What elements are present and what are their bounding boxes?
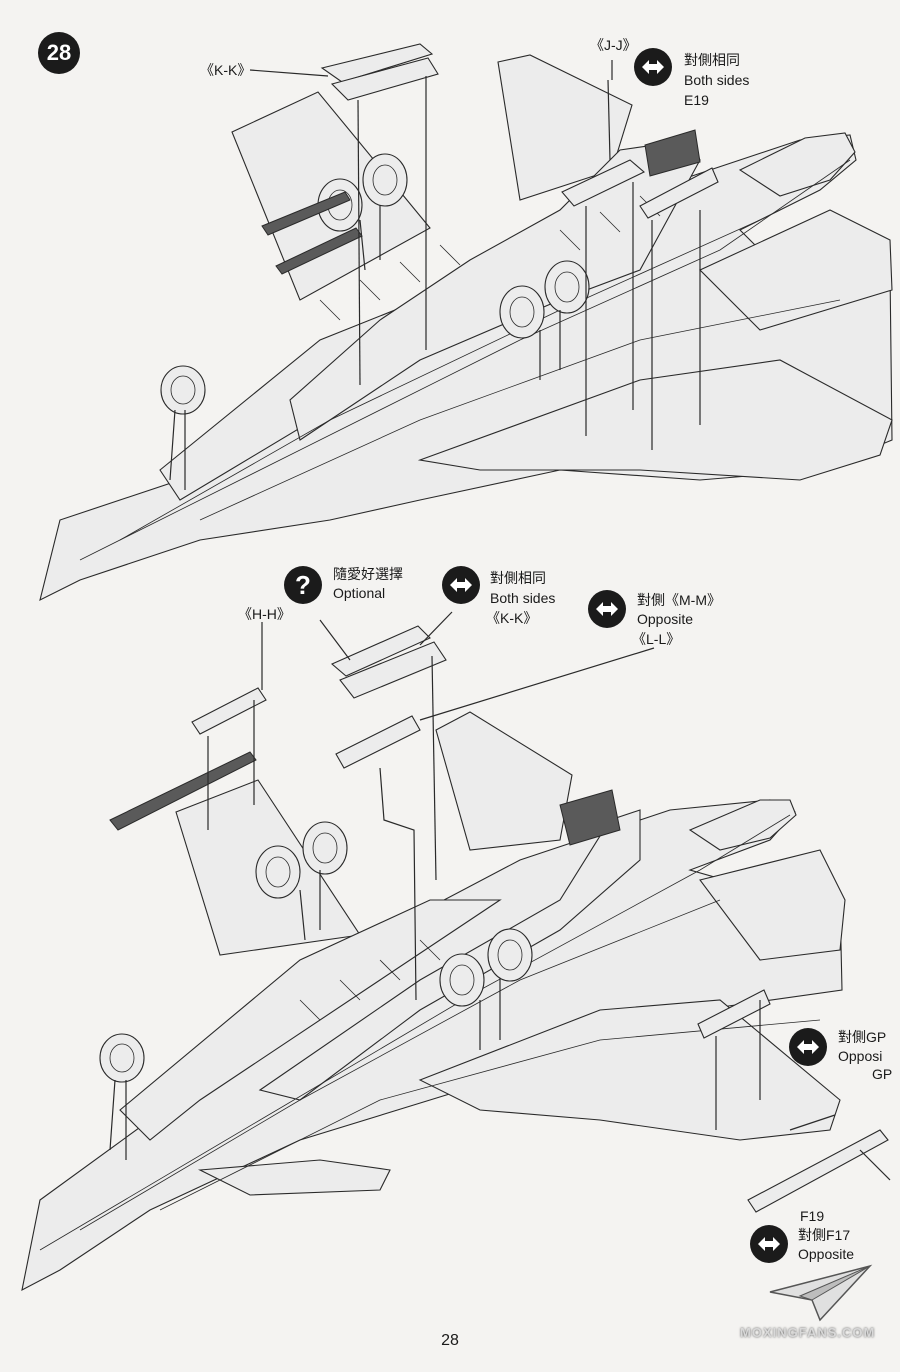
page-number: 28 <box>441 1332 459 1349</box>
bottom-aircraft-drawing <box>21 611 891 1292</box>
paper-plane-logo <box>769 1264 873 1322</box>
both-sides-cn-top: 對側相同 <box>684 52 740 68</box>
hh-label: 《H-H》 <box>238 606 291 622</box>
mm-opposite-en: Opposite <box>637 611 694 627</box>
both-sides-en-bottom: Both sides <box>490 590 556 606</box>
kk-label-top: 《K-K》 <box>200 62 252 78</box>
question-mark-icon: ? <box>284 566 322 604</box>
step-number-badge: 28 <box>38 32 80 74</box>
optional-cn: 隨愛好選擇 <box>333 566 403 582</box>
double-arrow-icon <box>588 590 626 628</box>
gp-part-label: GP <box>872 1066 893 1082</box>
gp-opposite-en: Opposi <box>838 1048 883 1064</box>
mm-label-cn: 對側《M-M》 <box>637 592 721 608</box>
double-arrow-icon <box>750 1225 788 1263</box>
f17-opposite-en: Opposite <box>798 1246 855 1262</box>
both-sides-en-top: Both sides <box>684 72 750 88</box>
part-e19-label: E19 <box>684 92 709 108</box>
ll-label: 《L-L》 <box>632 631 681 647</box>
gp-opposite-cn: 對側GP <box>838 1029 887 1045</box>
double-arrow-icon <box>634 48 672 86</box>
optional-en: Optional <box>333 585 386 601</box>
jj-label: 《J-J》 <box>590 37 637 53</box>
watermark-text: MOXINGFANS.COM <box>740 1325 876 1340</box>
f17-opposite-cn: 對側F17 <box>798 1227 851 1243</box>
kk-label-bottom: 《K-K》 <box>486 610 538 626</box>
part-f19-label: F19 <box>800 1208 825 1224</box>
top-aircraft-drawing <box>39 43 893 602</box>
double-arrow-icon <box>442 566 480 604</box>
double-arrow-icon <box>789 1028 827 1066</box>
both-sides-cn-bottom: 對側相同 <box>490 570 546 586</box>
